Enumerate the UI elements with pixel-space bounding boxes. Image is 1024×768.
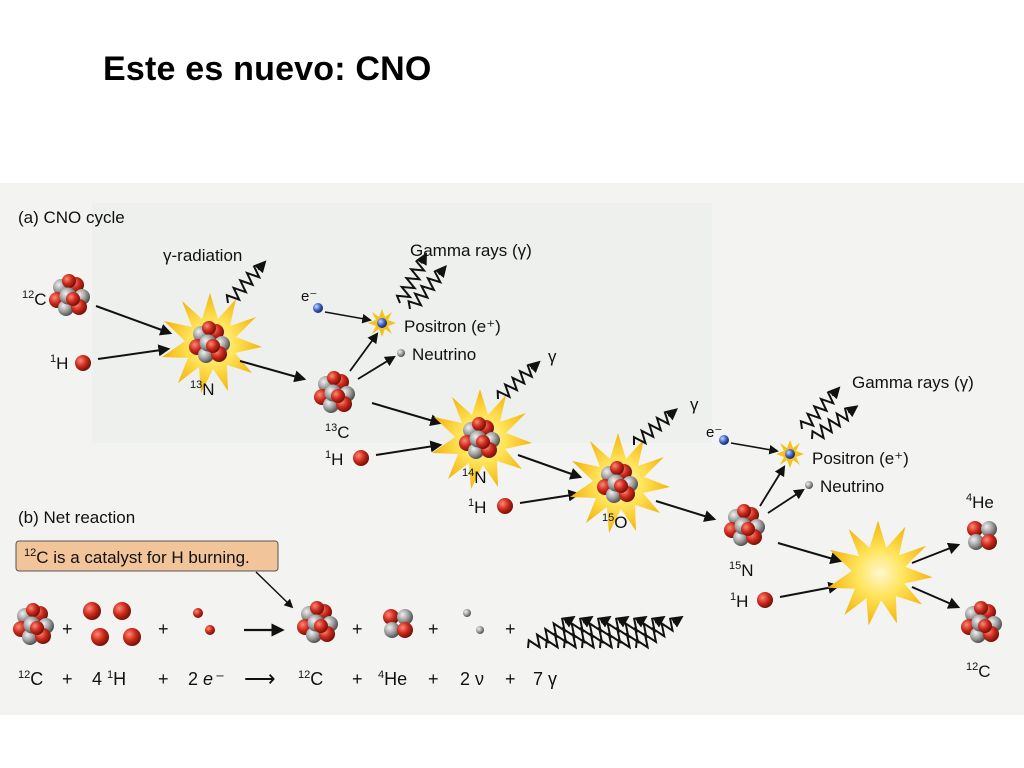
- c12-out-label: 12C: [966, 661, 991, 681]
- gamma-label-2: γ: [690, 395, 699, 414]
- h1-label-a: 1H: [50, 353, 68, 373]
- n15-label: 15N: [729, 560, 754, 580]
- pic-plus-5: +: [505, 619, 516, 639]
- eq-plus-1: +: [62, 669, 73, 689]
- catalyst-text: 12C is a catalyst for H burning.: [24, 547, 250, 567]
- electron-label-1: e⁻: [301, 288, 317, 305]
- pic-plus-3: +: [352, 619, 363, 639]
- arrow-n14-o15: [517, 454, 583, 480]
- arrow-to-c12-out: [911, 586, 961, 609]
- arrow-electron-2: [730, 442, 779, 455]
- arrow-electron-1: [324, 311, 372, 324]
- neutrino-particle-2: [805, 481, 813, 489]
- h1-label-c: 1H: [468, 497, 486, 517]
- eq-c12-out-term: 12C: [298, 669, 323, 689]
- arrow-h1-in-a: [97, 344, 171, 360]
- gamma-wave-1a: [393, 252, 428, 307]
- gamma-label-1: γ: [548, 347, 557, 366]
- arrow-c13-positron: [349, 332, 379, 372]
- neutrino-particle-1: [397, 349, 405, 357]
- eq-two-electrons: [193, 608, 215, 635]
- eq-nu-term: 2 ν: [460, 669, 484, 689]
- neutrino-label-1: Neutrino: [412, 345, 476, 364]
- eq-plus-2: +: [158, 669, 169, 689]
- h1-proton-d: [757, 592, 773, 608]
- positron-label-1: Positron (e⁺): [404, 317, 501, 336]
- eq-plus-3: +: [352, 669, 363, 689]
- electron-2: [719, 435, 729, 445]
- he4-label: 4He: [966, 492, 994, 512]
- eq-gamma-term: 7 γ: [533, 669, 557, 689]
- electron-label-2: e⁻: [706, 424, 722, 441]
- o15-label: 15O: [602, 512, 627, 532]
- c12-label: 12C: [22, 289, 47, 309]
- arrow-to-he4: [911, 542, 961, 564]
- h1-label-d: 1H: [730, 591, 748, 611]
- arrow-c13-neutrino: [357, 355, 396, 380]
- n13-label: 13N: [190, 379, 215, 399]
- pic-plus-2: +: [158, 619, 169, 639]
- arrow-h1-in-b: [375, 440, 443, 456]
- eq-seven-gammas: [523, 615, 684, 654]
- eq-c12-term: 12C: [18, 669, 43, 689]
- eq-he4-term: 4He: [378, 669, 407, 689]
- gamma-rays-label-1: Gamma rays (γ): [410, 241, 532, 260]
- pic-plus-1: +: [62, 619, 73, 639]
- c13-label: 13C: [325, 422, 350, 442]
- eq-plus-4: +: [428, 669, 439, 689]
- arrow-c12-in: [95, 305, 173, 336]
- h1-proton-a: [75, 355, 91, 371]
- panel-a-heading: (a) CNO cycle: [18, 208, 125, 227]
- arrow-h1-in-d: [779, 581, 841, 598]
- gamma-wave-n14: [492, 360, 541, 405]
- faded-backdrop: [92, 203, 712, 443]
- n14-label: 14N: [462, 467, 487, 487]
- arrow-h1-in-c: [519, 489, 581, 504]
- arrow-n15-positron: [759, 465, 786, 507]
- cno-figure: (a) CNO cycle 12C 1H 13N γ-radiation Gam…: [0, 183, 1024, 715]
- h1-label-b: 1H: [325, 449, 343, 469]
- arrow-n15-final: [777, 542, 843, 565]
- catalyst-pointer: [255, 571, 294, 609]
- eq-plus-5: +: [505, 669, 516, 689]
- gamma-wave-1b: [404, 265, 447, 314]
- neutrino-label-2: Neutrino: [820, 477, 884, 496]
- gamma-radiation-label: γ-radiation: [163, 246, 242, 265]
- arrow-n13-c13: [239, 360, 307, 383]
- catalyst-callout: [15, 540, 279, 572]
- panel-b-heading: (b) Net reaction: [18, 508, 135, 527]
- gamma-wave-2b: [807, 405, 859, 445]
- gamma-wave-n13: [222, 260, 267, 309]
- eq-arrow: ⟶: [244, 666, 276, 691]
- arrow-c13-n14: [371, 402, 443, 427]
- eq-four-protons: [83, 602, 141, 646]
- gamma-wave-o15: [629, 408, 678, 451]
- h1-proton-c: [497, 498, 513, 514]
- electron-1: [313, 303, 323, 313]
- gamma-rays-label-2: Gamma rays (γ): [852, 373, 974, 392]
- gamma-wave-2a: [796, 386, 841, 435]
- eq-two-neutrinos: [463, 609, 484, 634]
- h1-proton-b: [353, 450, 369, 466]
- positron-label-2: Positron (e⁺): [812, 449, 909, 468]
- pic-plus-4: +: [428, 619, 439, 639]
- arrow-o15-n15: [655, 500, 717, 522]
- slide-title: Este es nuevo: CNO: [103, 50, 432, 88]
- arrow-n15-neutrino: [767, 488, 805, 514]
